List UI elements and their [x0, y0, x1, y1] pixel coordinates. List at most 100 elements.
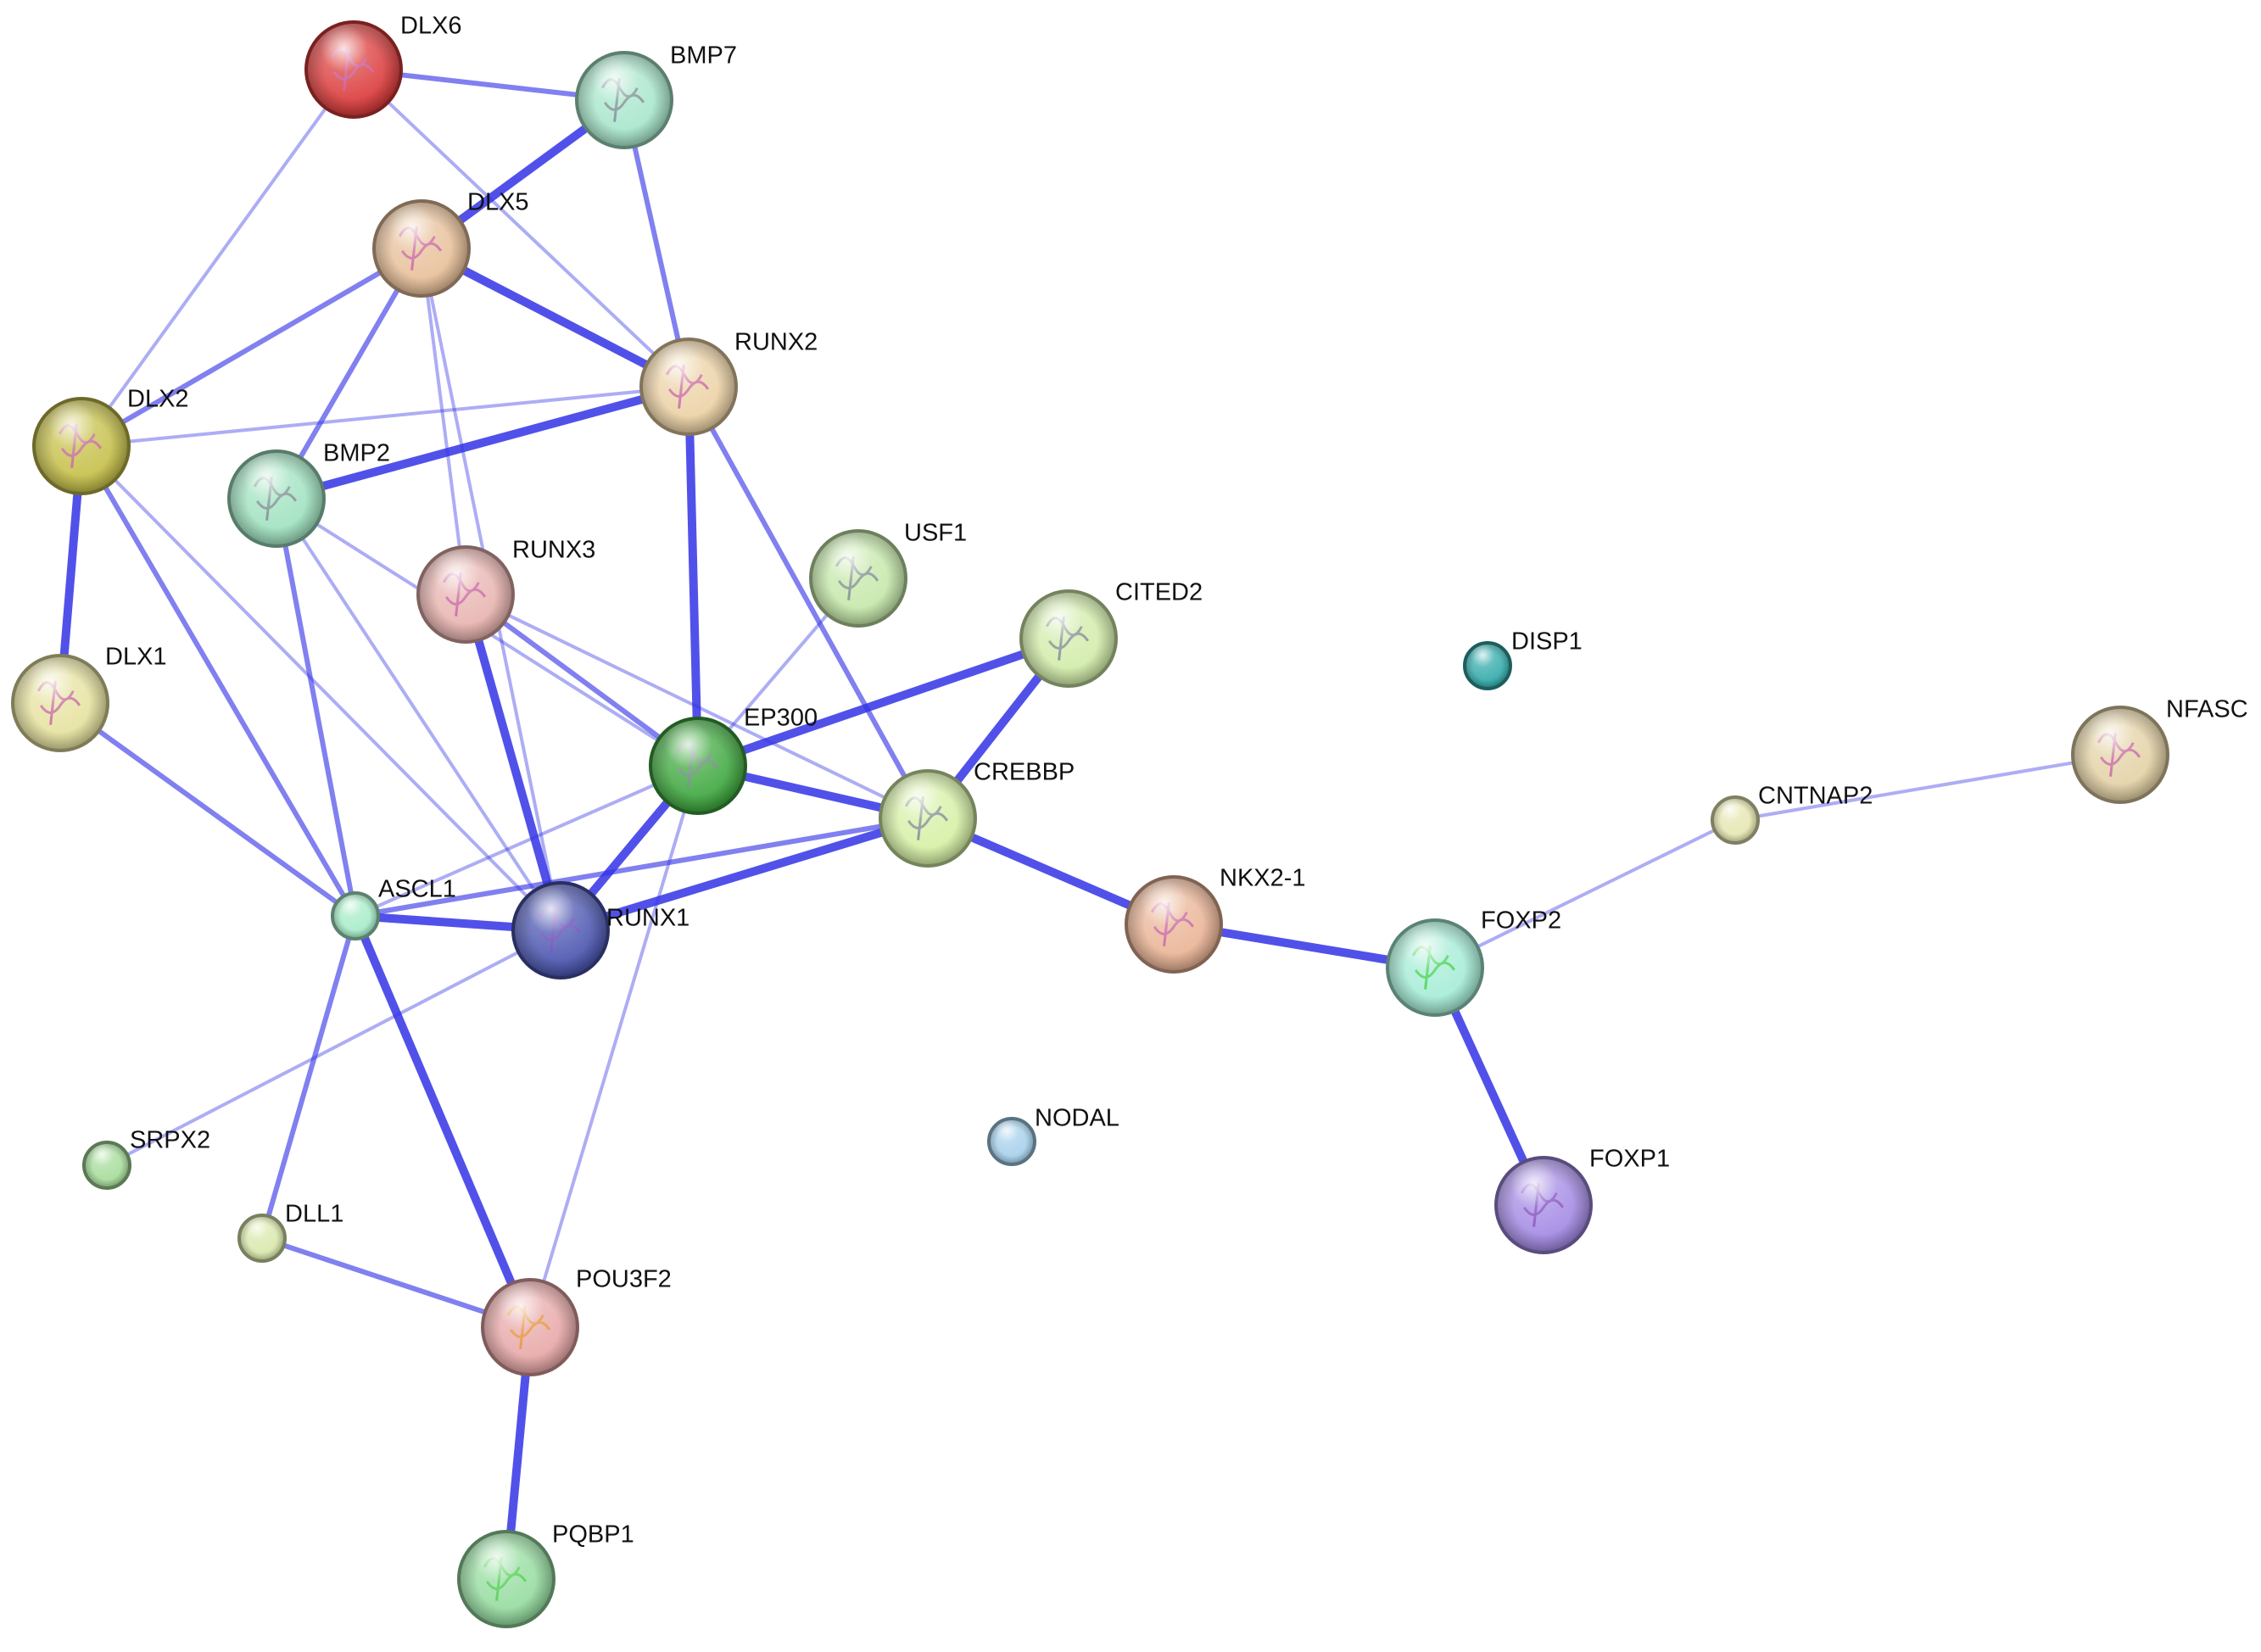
- node-label-dlx6: DLX6: [400, 13, 462, 40]
- node-foxp1[interactable]: FOXP1: [1494, 1146, 1670, 1254]
- node-highlight: [512, 882, 609, 979]
- edge-foxp2-cntnap2: [1433, 818, 1737, 969]
- node-label-usf1: USF1: [904, 520, 967, 547]
- node-highlight: [12, 655, 109, 751]
- node-runx1[interactable]: RUNX1: [511, 881, 689, 979]
- node-dlx1[interactable]: DLX1: [11, 644, 167, 752]
- edge-dlx6-runx2: [352, 68, 690, 388]
- edge-cntnap2-nfasc: [1733, 753, 2122, 822]
- node-outline: [372, 199, 471, 298]
- node-outline: [2071, 706, 2169, 804]
- node-dll1[interactable]: DLL1: [237, 1201, 343, 1263]
- node-foxp2[interactable]: FOXP2: [1386, 907, 1561, 1017]
- edge-dlx5-runx3: [420, 247, 467, 596]
- edge-runx2-ep300: [684, 382, 702, 770]
- node-bmp2[interactable]: BMP2: [227, 440, 390, 548]
- edges-layer: [56, 67, 2122, 1583]
- edge-dlx1-ascl1: [58, 700, 358, 918]
- node-highlight: [228, 450, 325, 547]
- node-highlight: [1464, 642, 1511, 689]
- edge-dlx6-dlx2: [80, 68, 355, 448]
- node-label-foxp2: FOXP2: [1481, 907, 1561, 935]
- edge-dlx2-ascl1: [79, 444, 358, 918]
- node-outline: [237, 1214, 287, 1263]
- edge-dlx2-runx1: [80, 444, 562, 932]
- edge-cited2-ep300: [694, 634, 1073, 770]
- node-disp1[interactable]: DISP1: [1463, 628, 1583, 690]
- node-outline: [11, 654, 109, 752]
- node-highlight: [33, 398, 130, 494]
- node-runx2[interactable]: RUNX2: [639, 329, 818, 436]
- node-highlight: [640, 338, 737, 435]
- edge-runx2-crebbp: [686, 384, 930, 821]
- node-cited2[interactable]: CITED2: [1019, 579, 1203, 688]
- node-dlx5[interactable]: DLX5: [372, 189, 529, 298]
- node-usf1[interactable]: USF1: [809, 520, 967, 628]
- node-outline: [457, 1530, 555, 1628]
- node-nodal[interactable]: NODAL: [987, 1105, 1119, 1166]
- node-highlight: [83, 1141, 131, 1189]
- node-highlight: [650, 717, 746, 814]
- node-highlight: [238, 1214, 286, 1262]
- node-outline: [809, 529, 907, 628]
- node-label-ep300: EP300: [744, 705, 818, 732]
- node-label-disp1: DISP1: [1511, 628, 1583, 656]
- node-highlight: [482, 1279, 578, 1376]
- node-pou3f2[interactable]: POU3F2: [481, 1266, 672, 1376]
- node-outline: [511, 881, 610, 979]
- node-pqbp1[interactable]: PQBP1: [457, 1521, 634, 1628]
- node-outline: [304, 20, 403, 119]
- node-label-dlx1: DLX1: [105, 644, 167, 671]
- node-label-cntnap2: CNTNAP2: [1758, 783, 1873, 810]
- node-dlx6[interactable]: DLX6: [304, 13, 462, 119]
- node-crebbp[interactable]: CREBBP: [879, 759, 1075, 868]
- node-label-pqbp1: PQBP1: [552, 1521, 634, 1549]
- node-cntnap2[interactable]: CNTNAP2: [1711, 783, 1873, 845]
- node-outline: [639, 338, 738, 436]
- edge-bmp2-runx2: [272, 382, 693, 503]
- edge-runx3-runx1: [461, 590, 565, 935]
- edge-dlx2-runx2: [80, 385, 690, 448]
- node-outline: [1463, 641, 1512, 690]
- node-label-dll1: DLL1: [285, 1201, 343, 1228]
- node-bmp7[interactable]: BMP7: [575, 42, 737, 149]
- node-nkx2-1[interactable]: NKX2-1: [1125, 865, 1306, 974]
- node-ascl1[interactable]: ASCL1: [331, 876, 456, 940]
- edge-bmp2-runx1: [275, 497, 562, 932]
- node-label-dlx5: DLX5: [467, 189, 529, 216]
- node-dlx2[interactable]: DLX2: [32, 386, 189, 495]
- node-highlight: [2072, 706, 2169, 803]
- node-label-pou3f2: POU3F2: [576, 1266, 672, 1293]
- node-highlight: [1387, 919, 1483, 1016]
- node-outline: [1386, 918, 1484, 1017]
- node-outline: [227, 449, 326, 548]
- node-label-nodal: NODAL: [1035, 1105, 1119, 1132]
- node-outline: [1019, 589, 1118, 688]
- edge-runx1-srpx2: [105, 929, 562, 1167]
- node-ep300[interactable]: EP300: [649, 705, 818, 815]
- node-outline: [575, 51, 673, 149]
- node-highlight: [988, 1118, 1036, 1165]
- node-runx3[interactable]: RUNX3: [416, 537, 595, 644]
- node-label-foxp1: FOXP1: [1589, 1146, 1670, 1173]
- node-highlight: [458, 1531, 555, 1627]
- edge-ep300-pou3f2: [528, 764, 700, 1329]
- edge-bmp2-ascl1: [274, 496, 358, 918]
- node-label-nkx2-1: NKX2-1: [1220, 865, 1306, 892]
- node-outline: [416, 545, 515, 644]
- node-highlight: [417, 546, 514, 643]
- node-label-bmp2: BMP2: [323, 440, 390, 467]
- node-outline: [1711, 795, 1760, 845]
- node-srpx2[interactable]: SRPX2: [82, 1127, 210, 1190]
- node-outline: [331, 891, 380, 940]
- node-label-runx3: RUNX3: [512, 537, 595, 564]
- node-highlight: [1125, 876, 1222, 973]
- node-nfasc[interactable]: NFASC: [2071, 696, 2248, 804]
- node-label-dlx2: DLX2: [127, 386, 189, 413]
- node-outline: [649, 717, 747, 815]
- node-outline: [481, 1278, 579, 1376]
- node-highlight: [1495, 1157, 1592, 1253]
- node-outline: [1494, 1156, 1593, 1254]
- node-highlight: [879, 770, 976, 867]
